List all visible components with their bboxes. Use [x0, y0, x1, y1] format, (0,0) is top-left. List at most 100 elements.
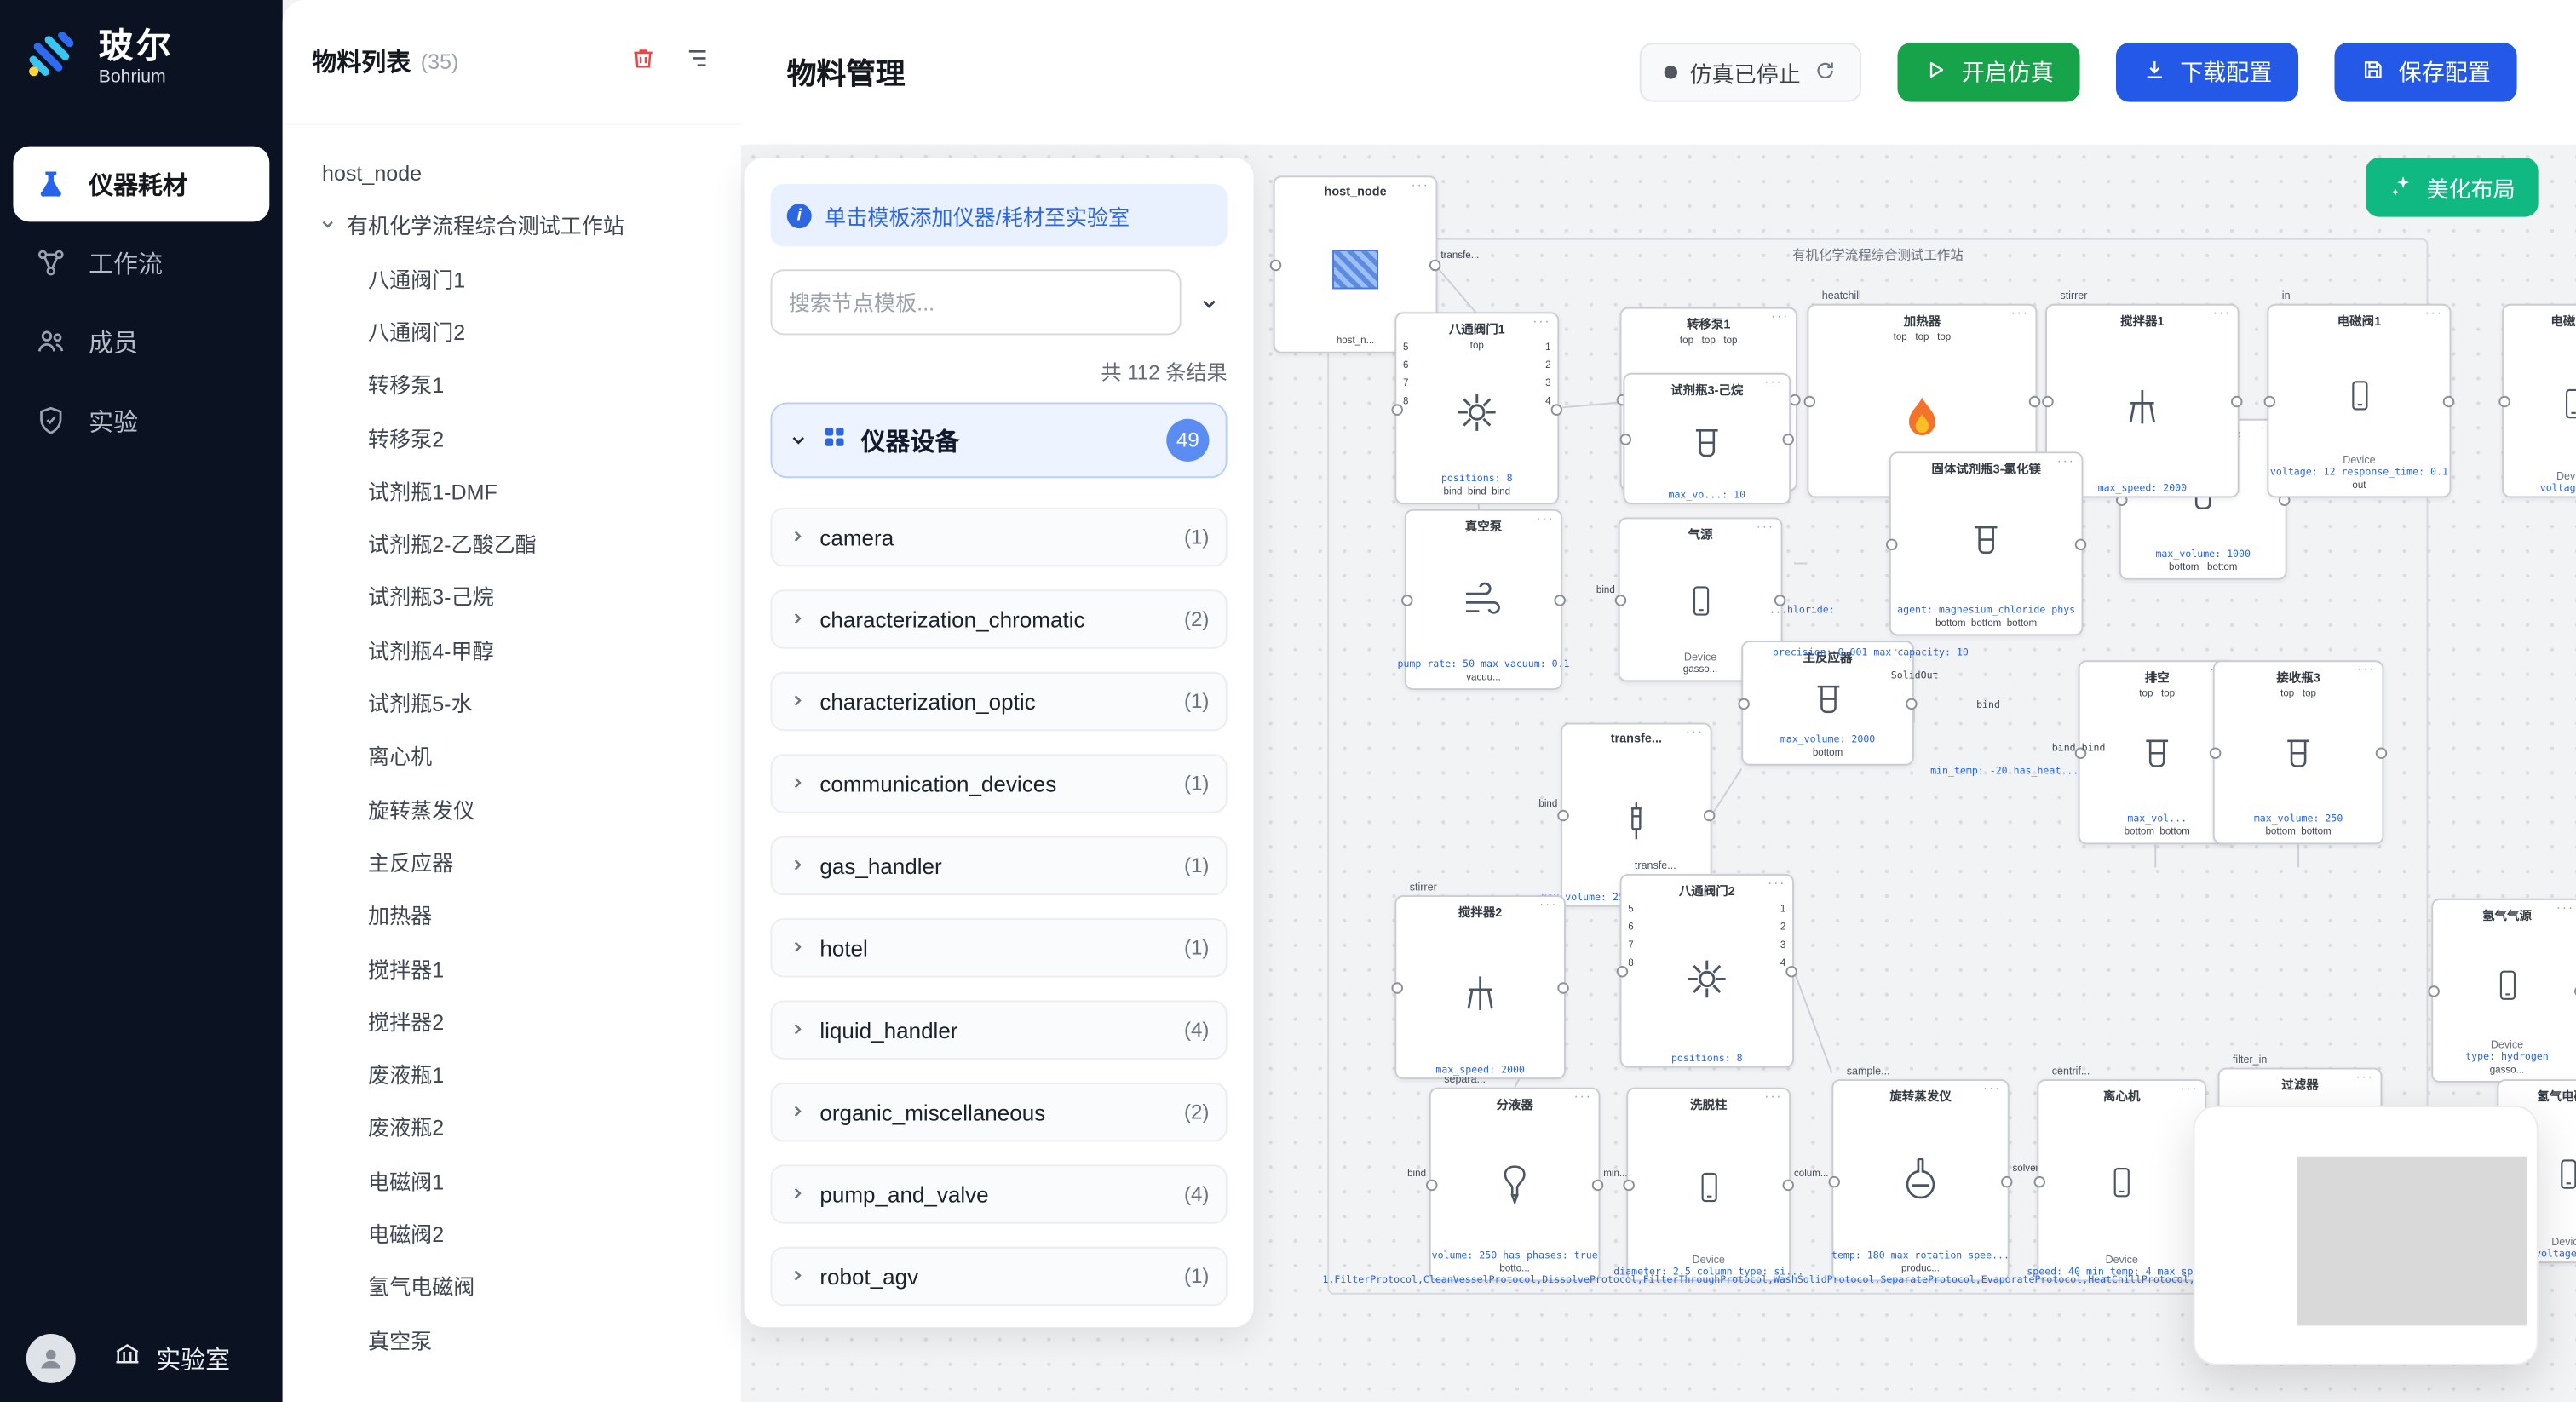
more-icon[interactable]: ··· — [1982, 1080, 2001, 1096]
beautify-layout-button[interactable]: 美化布局 — [2366, 158, 2539, 217]
node-title: 电磁阀2 — [2550, 313, 2576, 329]
chevron-right-icon — [789, 525, 807, 549]
template-group-communication_devices[interactable]: communication_devices(1) — [770, 754, 1228, 813]
more-icon[interactable]: ··· — [2357, 662, 2376, 677]
refresh-icon[interactable] — [1814, 58, 1837, 86]
template-group-liquid_handler[interactable]: liquid_handler(4) — [770, 1000, 1228, 1060]
more-icon[interactable]: ··· — [1573, 1089, 1592, 1104]
search-input[interactable] — [770, 269, 1182, 336]
minimap-viewport — [2297, 1156, 2527, 1326]
more-icon[interactable]: ··· — [2212, 305, 2231, 321]
tree-item[interactable]: 试剂瓶1-DMF — [367, 479, 497, 504]
more-icon[interactable]: ··· — [1764, 1089, 1783, 1104]
device-icon — [2102, 1109, 2142, 1258]
tree-item[interactable]: 离心机 — [367, 744, 433, 770]
tree-item[interactable]: 搅拌器1 — [367, 957, 445, 982]
trash-icon[interactable] — [630, 43, 658, 79]
chevron-down-icon — [319, 215, 336, 233]
save-config-button[interactable]: 保存配置 — [2334, 43, 2517, 102]
template-group-label: camera — [819, 525, 894, 550]
tree-item[interactable]: 八通阀门1 — [367, 267, 466, 292]
logo[interactable]: 玻尔 Bohrium — [0, 0, 283, 110]
template-group-organic_miscellaneous[interactable]: organic_miscellaneous(2) — [770, 1082, 1228, 1142]
template-group-characterization_chromatic[interactable]: characterization_chromatic(2) — [770, 589, 1228, 649]
more-icon[interactable]: ··· — [1756, 519, 1774, 534]
collapse-chevron-icon[interactable] — [1199, 284, 1220, 320]
more-icon[interactable]: ··· — [1685, 724, 1704, 739]
more-icon[interactable]: ··· — [2056, 453, 2075, 468]
tree-item[interactable]: 转移泵1 — [367, 373, 445, 399]
tree-item[interactable]: 试剂瓶2-乙酸乙酯 — [367, 532, 537, 558]
more-icon[interactable]: ··· — [2355, 1069, 2374, 1084]
more-icon[interactable]: ··· — [1770, 308, 1790, 324]
avatar[interactable] — [26, 1333, 76, 1383]
start-sim-button[interactable]: 开启仿真 — [1897, 43, 2080, 102]
tree-item-host-node[interactable]: host_node — [321, 160, 423, 185]
tree-item[interactable]: 氢气电磁阀 — [367, 1275, 475, 1301]
grid-icon — [1332, 202, 1379, 335]
tree-item[interactable]: 电磁阀1 — [367, 1169, 445, 1194]
more-icon[interactable]: ··· — [1536, 510, 1555, 526]
more-icon[interactable]: ··· — [1411, 177, 1429, 192]
more-icon[interactable]: ··· — [1539, 896, 1558, 912]
lab-label[interactable]: 实验室 — [156, 1346, 231, 1375]
more-icon[interactable]: ··· — [2180, 1080, 2199, 1096]
sidebar-item-3[interactable]: 实验 — [13, 382, 269, 458]
canvas-node[interactable]: 试剂瓶3-己烷···max_vo...: 10 — [1619, 372, 1794, 505]
tree-item[interactable]: 电磁阀2 — [367, 1221, 445, 1247]
download-config-button[interactable]: 下载配置 — [2115, 43, 2299, 102]
template-group-gas_handler[interactable]: gas_handler(1) — [770, 836, 1228, 896]
experiment-icon — [33, 404, 69, 437]
template-group-pump_and_valve[interactable]: pump_and_valve(4) — [770, 1164, 1228, 1224]
tree-item[interactable]: 旋转蒸发仪 — [367, 797, 475, 823]
tree-group-label: 有机化学流程综合测试工作站 — [346, 213, 624, 238]
more-icon[interactable]: ··· — [1768, 875, 1786, 891]
canvas-floating-text: SolidOut — [1890, 669, 1939, 682]
tree-item[interactable]: 主反应器 — [367, 850, 454, 876]
tree-item[interactable]: 加热器 — [367, 904, 433, 929]
canvas-node[interactable]: separa...分液器···volume: 250 has_phases: t… — [1407, 1074, 1628, 1282]
template-group-count: (1) — [1183, 689, 1210, 713]
tree-item[interactable]: 试剂瓶4-甲醇 — [367, 638, 494, 664]
more-icon[interactable]: ··· — [2556, 899, 2575, 916]
sidebar-item-2[interactable]: 成员 — [13, 304, 269, 380]
more-icon[interactable]: ··· — [1887, 642, 1906, 658]
more-icon[interactable]: ··· — [2010, 305, 2029, 321]
sidebar-item-0[interactable]: 仪器耗材 — [13, 146, 270, 222]
tree-item[interactable]: 试剂瓶3-己烷 — [367, 585, 494, 611]
sidebar-item-1[interactable]: 工作流 — [13, 225, 269, 301]
tree-item[interactable]: 搅拌器2 — [367, 1009, 445, 1035]
tree-group-workstation[interactable]: 有机化学流程综合测试工作站 — [319, 197, 741, 251]
tree-item[interactable]: 试剂瓶5-水 — [367, 691, 473, 716]
tree-item[interactable]: 废液瓶2 — [367, 1116, 445, 1141]
category-instruments[interactable]: 仪器设备 49 — [770, 402, 1228, 479]
more-icon[interactable]: ··· — [2424, 305, 2443, 321]
template-group-robot_agv[interactable]: robot_agv(1) — [770, 1246, 1228, 1307]
more-icon[interactable]: ··· — [1532, 313, 1551, 329]
template-group-characterization_optic[interactable]: characterization_optic(1) — [770, 671, 1228, 732]
tree-item[interactable]: 废液瓶1 — [367, 1062, 445, 1088]
template-group-camera[interactable]: camera(1) — [770, 507, 1228, 567]
sort-icon[interactable] — [683, 43, 711, 79]
template-group-hotel[interactable]: hotel(1) — [770, 918, 1228, 978]
canvas-node[interactable]: sample...旋转蒸发仪···temp: 180 max_rotation_… — [1828, 1066, 2050, 1282]
tree-item[interactable]: 八通阀门2 — [367, 319, 466, 345]
node-icon-label: Device — [2556, 471, 2576, 483]
minimap[interactable] — [2193, 1105, 2539, 1365]
tree-item[interactable]: 真空泵 — [367, 1328, 433, 1353]
tree-item[interactable]: 转移泵2 — [367, 426, 445, 451]
canvas-node[interactable]: 固体试剂瓶3-氯化镁···agent: magnesium_chloride p… — [1885, 451, 2087, 636]
node-title: 固体试剂瓶3-氯化镁 — [1931, 461, 2041, 477]
more-icon[interactable]: ··· — [1764, 374, 1783, 390]
